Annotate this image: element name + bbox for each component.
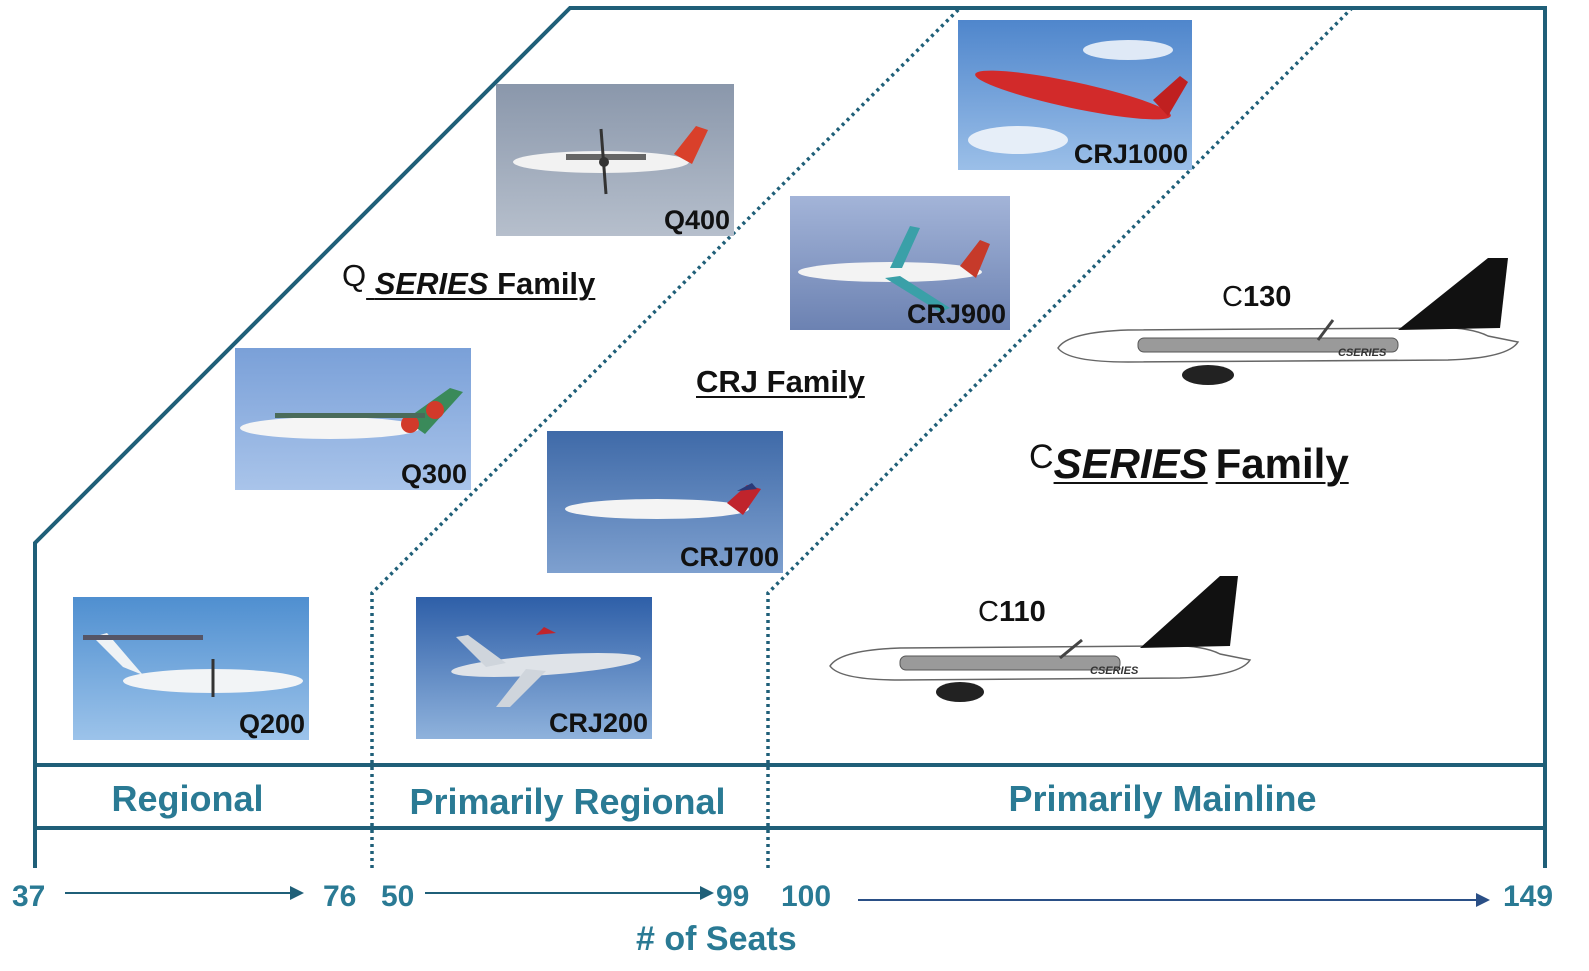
q400-aircraft-image: [496, 84, 734, 236]
photo-q200: Q200: [73, 597, 309, 740]
crj-family-label: CRJ Family: [696, 364, 865, 399]
axis-arrowhead-3: [1476, 893, 1490, 907]
crj900-aircraft-image: [790, 196, 1010, 330]
c110-number: 110: [998, 596, 1046, 628]
photo-label-q300: Q300: [400, 459, 467, 489]
q200-aircraft-image: [73, 597, 309, 740]
c110-fuselage-logo: CSERIES: [1090, 665, 1139, 677]
axis-label-100: 100: [781, 880, 832, 913]
crj-family-title: CRJ Family: [696, 364, 865, 400]
photo-label-crj700: CRJ700: [679, 542, 779, 572]
axis-label-50: 50: [381, 880, 415, 913]
c110-aircraft-drawing: CSERIES: [829, 576, 1252, 702]
c110-title: C110: [978, 596, 1046, 629]
axis-arrowhead-1: [290, 886, 304, 900]
band-regional: Regional: [111, 778, 264, 819]
photo-label-crj900: CRJ900: [906, 299, 1006, 329]
photo-crj200: CRJ200: [416, 597, 652, 739]
q300-aircraft-image: [235, 348, 471, 490]
c-series-suffix: Family: [1215, 440, 1349, 487]
photo-label-q200: Q200: [238, 709, 305, 739]
photo-crj900: CRJ900: [790, 196, 1010, 330]
band-primarily-regional: Primarily Regional: [409, 781, 726, 822]
q-series-word: SERIES: [374, 266, 489, 301]
crj700-aircraft-image: [547, 431, 783, 573]
axis-label-149: 149: [1503, 880, 1554, 913]
c130-title: C130: [1222, 281, 1291, 314]
photo-crj1000: CRJ1000: [958, 20, 1192, 170]
axis-label-37: 37: [12, 880, 46, 913]
axis-title: # of Seats: [636, 920, 797, 958]
outer-boundary: [33, 6, 1547, 868]
q-series-family-title: Q SERIES Family: [342, 258, 596, 302]
axis-arrowhead-2: [700, 886, 714, 900]
c-series-word: SERIES: [1053, 440, 1208, 487]
photo-label-crj1000: CRJ1000: [1073, 139, 1188, 169]
photo-q400: Q400: [496, 84, 734, 236]
q-series-prefix: Q: [342, 258, 367, 293]
q-series-suffix: Family: [488, 266, 596, 301]
crj1000-aircraft-image: [958, 20, 1192, 170]
c130-fuselage-logo: CSERIES: [1338, 347, 1387, 359]
band-primarily-mainline: Primarily Mainline: [1008, 778, 1317, 819]
c-series-prefix: C: [1029, 438, 1054, 476]
photo-label-crj200: CRJ200: [548, 708, 648, 738]
crj200-aircraft-image: [416, 597, 652, 739]
dotted-separator-crj-c: [766, 6, 1354, 868]
photo-label-q400: Q400: [663, 205, 730, 235]
c130-prefix: C: [1222, 281, 1243, 313]
photo-crj700: CRJ700: [547, 431, 783, 573]
c130-number: 130: [1242, 281, 1292, 313]
dotted-separator-q-crj: [370, 6, 962, 868]
photo-q300: Q300: [235, 348, 471, 490]
c130-aircraft-drawing: CSERIES: [1057, 258, 1520, 385]
axis-label-76: 76: [323, 880, 357, 913]
c110-prefix: C: [978, 596, 999, 628]
axis-label-99: 99: [716, 880, 750, 913]
